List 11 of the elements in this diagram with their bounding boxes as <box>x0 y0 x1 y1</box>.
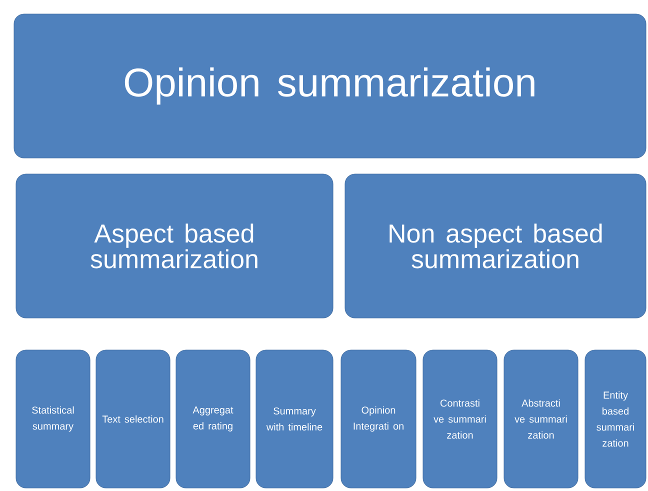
title-box: Opinion summarization <box>14 14 646 158</box>
category-box: Aspect based summarization <box>16 174 334 318</box>
method-box: Contrasti ve summari zation <box>422 350 498 488</box>
method-box: Opinion Integrati on <box>340 350 416 488</box>
method-box: Abstracti ve summari zation <box>504 350 578 488</box>
method-box: Aggregat ed rating <box>176 350 250 488</box>
method-box: Summary with timeline <box>256 350 334 488</box>
method-box: Entity based summari zation <box>584 350 646 488</box>
method-box: Text selection <box>96 350 170 488</box>
method-box: Statistical summary <box>16 350 90 488</box>
category-box: Non aspect based summarization <box>344 174 646 318</box>
